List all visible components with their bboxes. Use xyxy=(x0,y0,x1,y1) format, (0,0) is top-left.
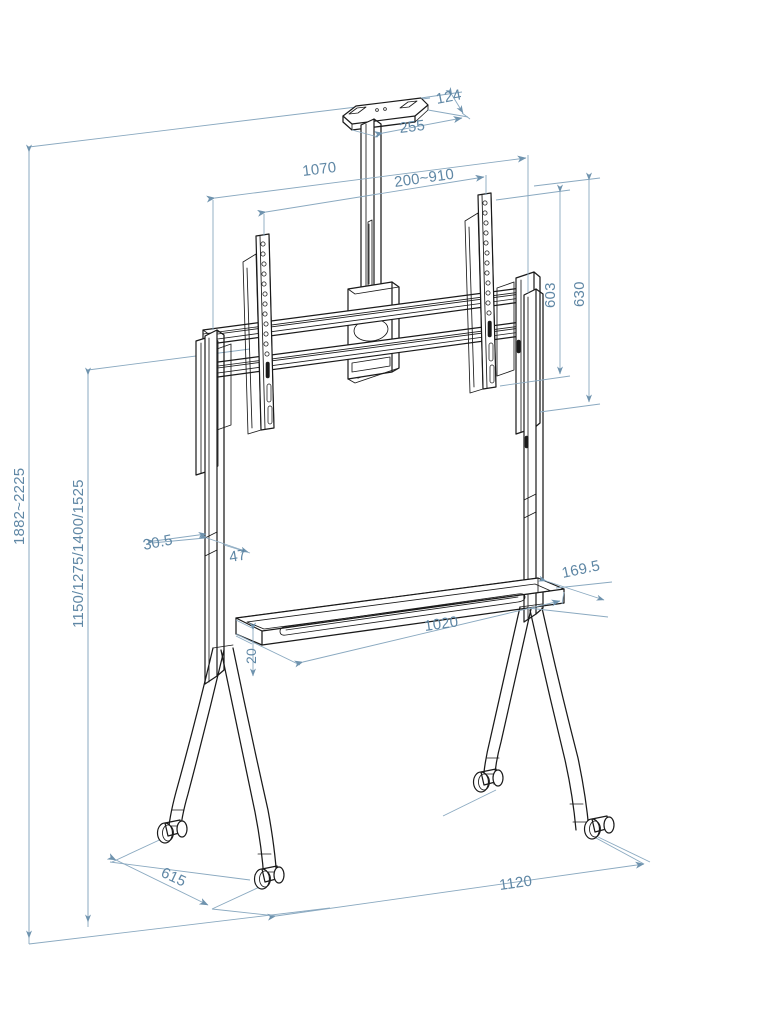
dimension-screen-heights: 1150/1275/1400/1525 xyxy=(70,367,91,923)
dimension-30-5: 30.5 xyxy=(142,532,207,554)
dimension-603: 603 xyxy=(495,184,571,387)
left-leg-assembly xyxy=(167,644,278,881)
dimension-overall-height: 1882~2225 xyxy=(11,144,32,939)
dimension-255-label: 255 xyxy=(398,117,426,137)
dimension-603-label: 603 xyxy=(542,282,559,308)
dimension-124-label: 124 xyxy=(435,86,463,108)
dimension-169-5-label: 169.5 xyxy=(560,557,601,582)
dimension-200-910: 200~910 xyxy=(257,166,487,236)
dimension-615: 615 xyxy=(158,864,188,890)
caster-rear-left xyxy=(156,819,188,844)
dimension-30-5-label: 30.5 xyxy=(142,532,175,554)
right-leg-assembly xyxy=(482,603,590,831)
caster-wheels xyxy=(156,768,615,890)
dimension-200-910-label: 200~910 xyxy=(393,166,455,191)
dimension-1120: 1120 xyxy=(498,873,533,894)
caster-rear-right xyxy=(472,768,504,793)
central-bracket-housing xyxy=(347,281,400,384)
dimension-overall-height-label: 1882~2225 xyxy=(11,468,28,545)
right-vesa-strip xyxy=(464,192,497,394)
dimension-1070-label: 1070 xyxy=(301,159,337,180)
dimension-20-label: 20 xyxy=(243,648,259,664)
dimension-screen-heights-label: 1150/1275/1400/1525 xyxy=(70,479,87,628)
dimension-1020: 1020 xyxy=(235,591,565,668)
footprint-dimension-plane xyxy=(106,789,651,921)
caster-front-left xyxy=(253,865,285,890)
dimension-255: 255 xyxy=(351,112,471,139)
left-vesa-strip xyxy=(242,233,275,435)
dimension-47: 47 xyxy=(198,532,251,566)
front-right-leg xyxy=(529,607,590,831)
dimension-630-label: 630 xyxy=(571,281,588,307)
dimension-615-label: 615 xyxy=(158,864,188,890)
dimension-1120-label: 1120 xyxy=(498,873,533,894)
caster-front-right xyxy=(583,815,615,840)
front-left-leg xyxy=(220,647,278,881)
rear-right-leg xyxy=(482,606,532,785)
dimension-630: 630 xyxy=(533,172,601,413)
dimension-1020-label: 1020 xyxy=(423,613,459,635)
dimension-20: 20 xyxy=(235,619,259,677)
dimension-47-label: 47 xyxy=(228,546,248,565)
left-vertical-mast xyxy=(204,329,225,685)
mount-crossbars xyxy=(202,287,529,384)
dimension-124: 124 xyxy=(420,86,469,118)
